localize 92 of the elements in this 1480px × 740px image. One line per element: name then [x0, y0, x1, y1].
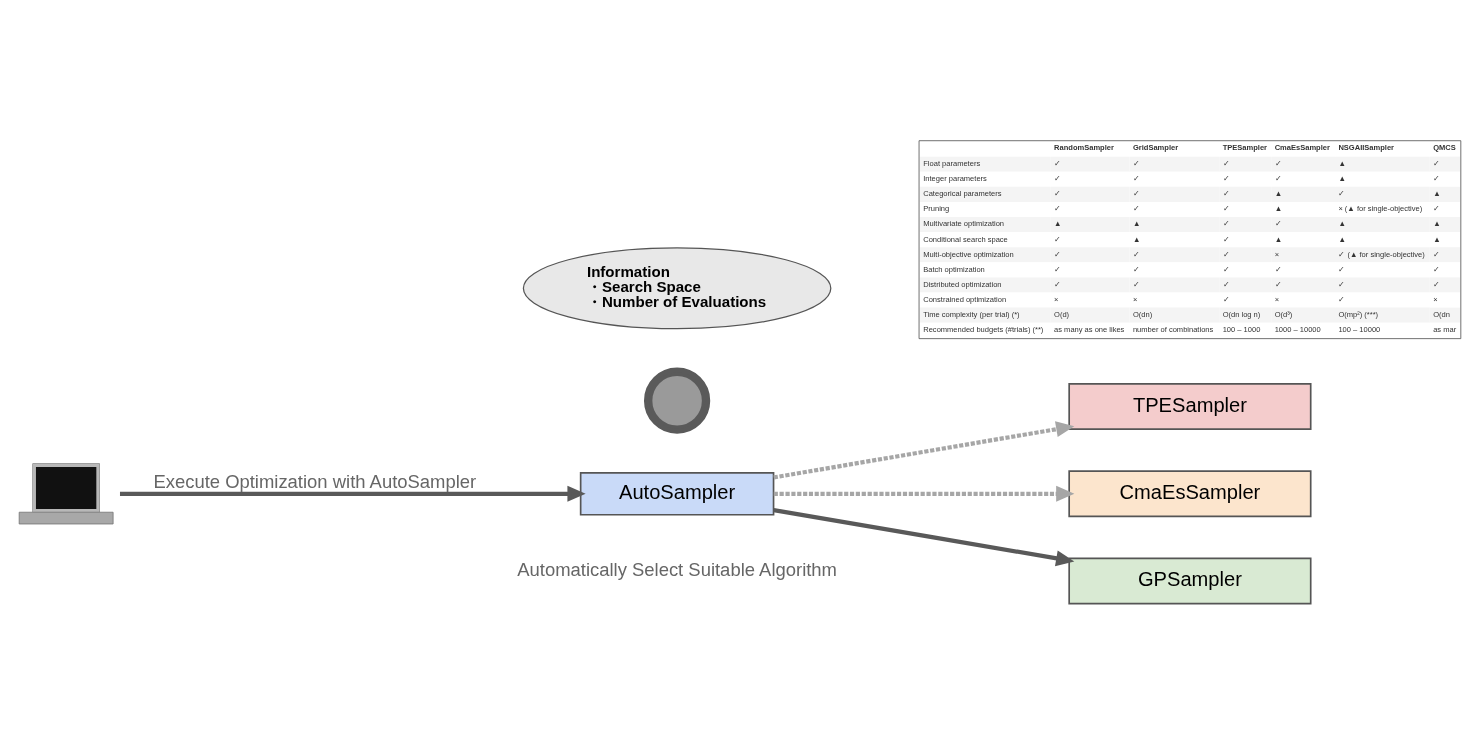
label: O(d) [1054, 309, 1070, 319]
label: ✓ [1132, 173, 1140, 183]
label: as many as one likes [1054, 324, 1125, 334]
label: Multi-objective optimization [923, 249, 1014, 259]
label: ✓ [1054, 188, 1062, 198]
label: × (▲ for single-objective) [1338, 203, 1423, 213]
label: GridSampler [1132, 142, 1179, 152]
label: ✓ [1274, 264, 1282, 274]
label: ✓ [1054, 249, 1062, 259]
label: ✓ [1338, 264, 1346, 274]
label: ✓ [1338, 279, 1346, 289]
label: × [1433, 294, 1438, 304]
label: Float parameters [923, 158, 981, 168]
label: TPESampler [1222, 142, 1268, 152]
label: × [1274, 294, 1280, 304]
label: CmaEsSampler [1274, 142, 1330, 152]
label: ▲ [1132, 218, 1141, 228]
label: Conditional search space [923, 234, 1008, 244]
label: ✓ [1274, 173, 1282, 183]
label: ▲ [1274, 203, 1283, 213]
label: ▲ [1338, 218, 1346, 228]
label: ✓ [1132, 279, 1140, 289]
label: ✓ [1222, 249, 1230, 259]
label: O(dn log n) [1222, 309, 1261, 319]
label: number of combinations [1132, 324, 1214, 334]
label: ✓ [1054, 203, 1062, 213]
label: O(dn [1433, 309, 1450, 319]
label: NSGAIISampler [1338, 142, 1395, 152]
label: ✓ [1433, 158, 1441, 168]
label: ▲ [1338, 234, 1346, 244]
label: O(dn) [1132, 309, 1153, 319]
label: ✓ [1222, 218, 1230, 228]
label: ✓ [1222, 234, 1230, 244]
label: ✓ [1433, 249, 1441, 259]
edge-label: Execute Optimization with AutoSampler [153, 470, 477, 492]
label: Categorical parameters [923, 188, 1002, 198]
label: ✓ [1222, 279, 1230, 289]
label: ▲ [1132, 234, 1141, 244]
label: ✓ [1054, 158, 1062, 168]
label: ▲ [1338, 158, 1346, 168]
label: ✓ [1132, 158, 1140, 168]
label: ▲ [1433, 188, 1441, 198]
label: ✓ [1132, 188, 1140, 198]
label: ✓ [1222, 188, 1230, 198]
label: ✓ [1274, 158, 1282, 168]
label: ✓ [1338, 294, 1346, 304]
label: O(d³) [1274, 309, 1293, 319]
label: ▲ [1338, 173, 1346, 183]
label: ✓ [1274, 218, 1282, 228]
label: × [1132, 294, 1138, 304]
label: Integer parameters [923, 173, 987, 183]
label: Distributed optimization [923, 279, 1002, 289]
label: ✓ [1433, 279, 1441, 289]
label: O(mp²) (***) [1338, 309, 1379, 319]
label: Time complexity (per trial) (*) [923, 309, 1020, 319]
label: as mar [1433, 324, 1457, 334]
label: ✓ [1222, 294, 1230, 304]
label: QMCS [1433, 142, 1456, 152]
label: ✓ (▲ for single-objective) [1338, 249, 1425, 259]
label: ▲ [1274, 188, 1283, 198]
label: RandomSampler [1054, 142, 1114, 152]
label: Automatically Select Suitable Algorithm [517, 558, 837, 580]
label: Constrained optimization [923, 294, 1007, 304]
label: ✓ [1222, 158, 1230, 168]
label: ▲ [1054, 218, 1062, 228]
label: Multivariate optimization [923, 218, 1005, 228]
label: ✓ [1222, 203, 1230, 213]
label: ✓ [1054, 234, 1062, 244]
label: ✓ [1054, 264, 1062, 274]
label: ✓ [1433, 264, 1441, 274]
label: ✓ [1222, 264, 1230, 274]
label: ▲ [1433, 218, 1441, 228]
label: ✓ [1132, 203, 1140, 213]
label: ✓ [1054, 279, 1062, 289]
label: ✓ [1054, 173, 1062, 183]
label: 100 – 10000 [1338, 324, 1381, 334]
label: Batch optimization [923, 264, 985, 274]
label: Recommended budgets (#trials) (**) [923, 324, 1044, 334]
label: × [1054, 294, 1059, 304]
label: 100 – 1000 [1222, 324, 1261, 334]
label: ✓ [1222, 173, 1230, 183]
label: ✓ [1433, 203, 1441, 213]
label: 1000 – 10000 [1274, 324, 1321, 334]
label: ▲ [1274, 234, 1283, 244]
label: × [1274, 249, 1280, 259]
label: Pruning [923, 203, 950, 213]
label: ✓ [1132, 249, 1140, 259]
label: ✓ [1274, 279, 1282, 289]
label: ▲ [1433, 234, 1441, 244]
label: ✓ [1132, 264, 1140, 274]
label: ✓ [1338, 188, 1346, 198]
label: ✓ [1433, 173, 1441, 183]
